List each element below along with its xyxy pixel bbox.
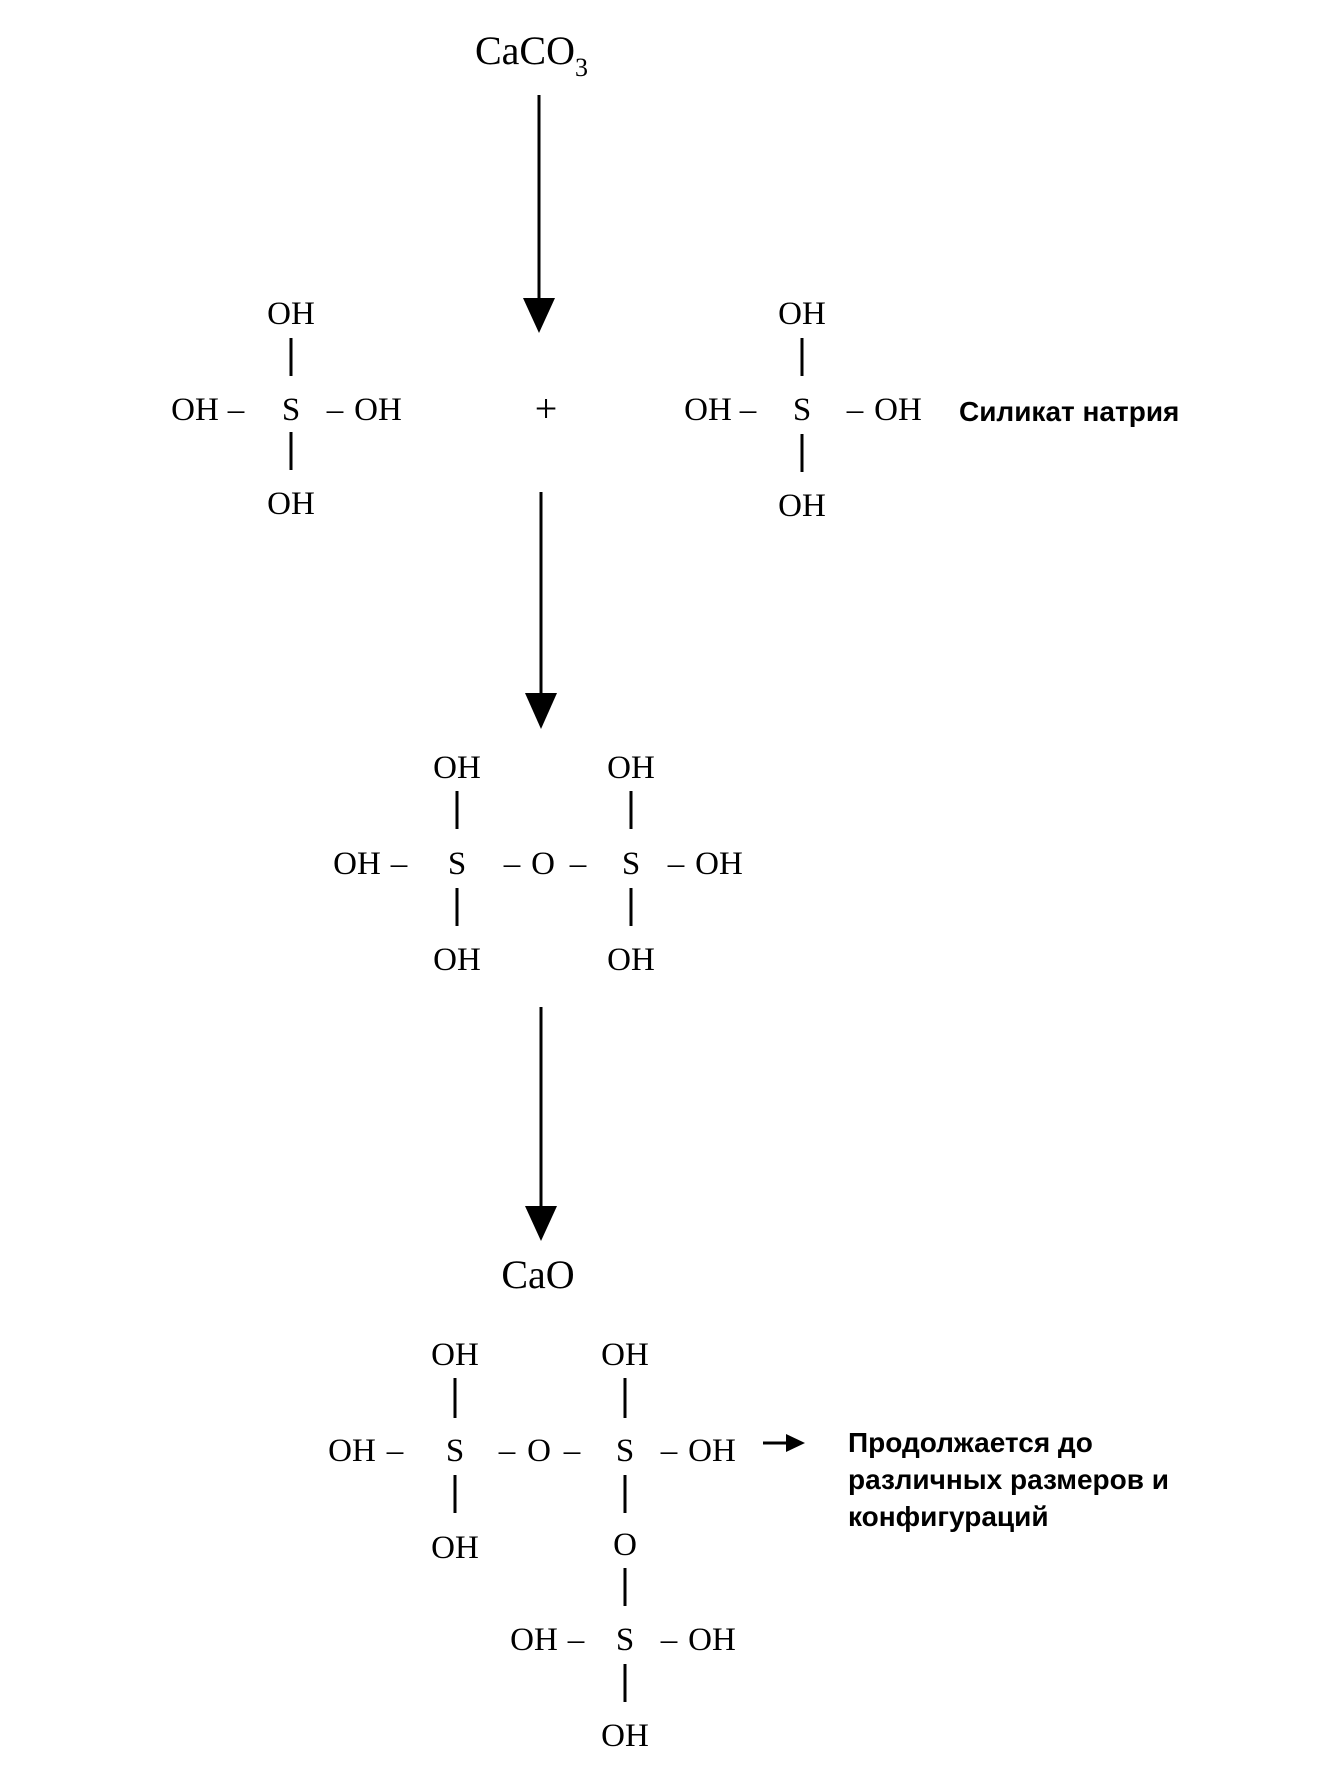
- cao-label: CaO: [501, 1252, 574, 1297]
- bridge-o: O: [531, 846, 555, 882]
- si-center: S: [793, 392, 811, 428]
- bond-1: –: [390, 846, 408, 882]
- oh-bottom-1: OH: [433, 942, 481, 978]
- oh-left: OH: [684, 392, 732, 428]
- bridge-o-2: O: [613, 1527, 637, 1563]
- bond-5: –: [567, 1622, 585, 1658]
- oh-bottom: OH: [267, 486, 315, 522]
- oh-bottom-3: OH: [601, 1718, 649, 1754]
- caco3-main: CaCO: [475, 28, 575, 73]
- bond-6: –: [660, 1622, 678, 1658]
- oh-top-2: OH: [607, 750, 655, 786]
- oh-right-2: OH: [688, 1622, 736, 1658]
- oh-right: OH: [695, 846, 743, 882]
- arrow-2: [525, 492, 557, 729]
- arrow-3: [525, 1007, 557, 1241]
- si-3: S: [616, 1622, 634, 1658]
- note-line-1: Продолжается до: [848, 1427, 1093, 1458]
- oh-left: OH: [333, 846, 381, 882]
- bond-right: –: [326, 392, 344, 428]
- note-line-2: различных размеров и: [848, 1464, 1169, 1495]
- oh-bottom: OH: [778, 488, 826, 524]
- bond-2: –: [503, 846, 521, 882]
- bond-1: –: [386, 1433, 404, 1469]
- bond-3: –: [563, 1433, 581, 1469]
- si-2: S: [616, 1433, 634, 1469]
- silicic-acid-left: OH OH – S – OH OH: [171, 296, 402, 522]
- bond-4: –: [667, 846, 685, 882]
- plus-sign: +: [535, 386, 558, 431]
- caco3-label: CaCO3: [475, 28, 588, 82]
- bond-3: –: [569, 846, 587, 882]
- bond-left: –: [739, 392, 757, 428]
- sodium-silicate-label: Силикат натрия: [959, 396, 1179, 427]
- oh-bottom-2: OH: [607, 942, 655, 978]
- silicate-trimer: OH OH OH – S – O – S – OH OH O OH – S – …: [328, 1337, 736, 1754]
- oh-top: OH: [267, 296, 315, 332]
- oh-right: OH: [688, 1433, 736, 1469]
- oh-top-1: OH: [433, 750, 481, 786]
- bond-4: –: [660, 1433, 678, 1469]
- silicic-acid-right: OH OH – S – OH OH: [684, 296, 922, 524]
- oh-top-1: OH: [431, 1337, 479, 1373]
- bond-2: –: [498, 1433, 516, 1469]
- continue-arrow: [763, 1434, 805, 1452]
- si-center: S: [282, 392, 300, 428]
- bridge-o-1: O: [527, 1433, 551, 1469]
- bond-right: –: [846, 392, 864, 428]
- oh-left: OH: [171, 392, 219, 428]
- oh-top-2: OH: [601, 1337, 649, 1373]
- caco3-subscript: 3: [575, 53, 588, 82]
- si-1: S: [448, 846, 466, 882]
- oh-right: OH: [354, 392, 402, 428]
- oh-right: OH: [874, 392, 922, 428]
- silicate-dimer: OH OH OH – S – O – S – OH OH OH: [333, 750, 743, 978]
- continuation-note: Продолжается до различных размеров и кон…: [848, 1427, 1169, 1532]
- note-line-3: конфигураций: [848, 1501, 1049, 1532]
- oh-left-2: OH: [510, 1622, 558, 1658]
- oh-top: OH: [778, 296, 826, 332]
- oh-left: OH: [328, 1433, 376, 1469]
- arrow-1: [523, 95, 555, 333]
- si-1: S: [446, 1433, 464, 1469]
- oh-bottom-1: OH: [431, 1530, 479, 1566]
- si-2: S: [622, 846, 640, 882]
- bond-left: –: [227, 392, 245, 428]
